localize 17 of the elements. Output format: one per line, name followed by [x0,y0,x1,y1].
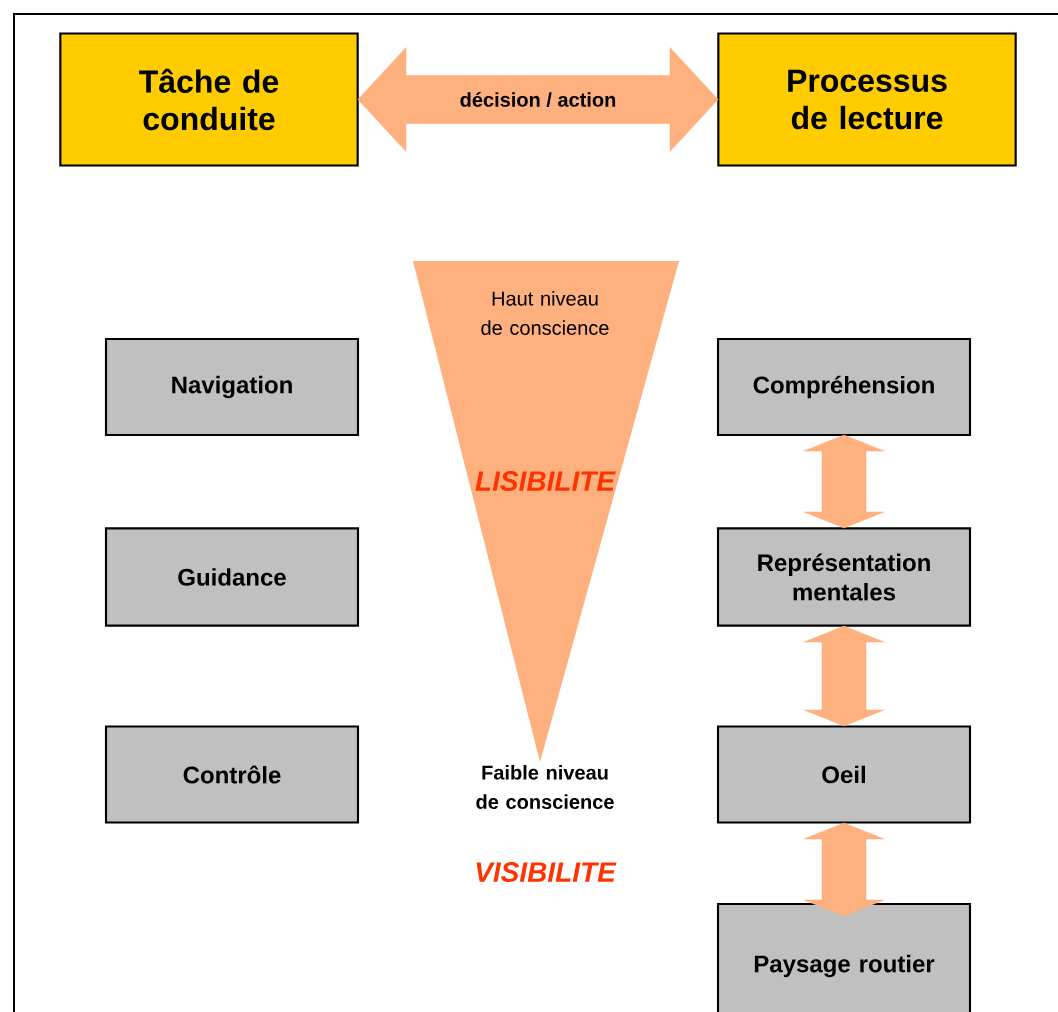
edge-label: décision / action [460,91,616,108]
block-arrow [803,434,885,529]
emphasis-text: VISIBILITE [476,862,617,882]
process-box: Contrôle [104,725,360,824]
emphasis-text: LISIBILITE [475,471,616,491]
process-box: Oeil [716,725,972,824]
level-text: Faible niveau de conscience [476,765,614,809]
heading-box: Processus de lecture [717,32,1017,167]
process-box: Représentation mentales [716,527,972,627]
level-text: Haut niveau de conscience [481,291,609,335]
block-arrow [803,625,885,727]
heading-box: Tâche de conduite [59,32,359,167]
process-box: Compréhension [716,337,972,437]
block-arrow [803,822,885,917]
process-box: Navigation [104,337,360,437]
process-box: Guidance [104,527,360,627]
process-box: Paysage routier [716,902,972,1012]
